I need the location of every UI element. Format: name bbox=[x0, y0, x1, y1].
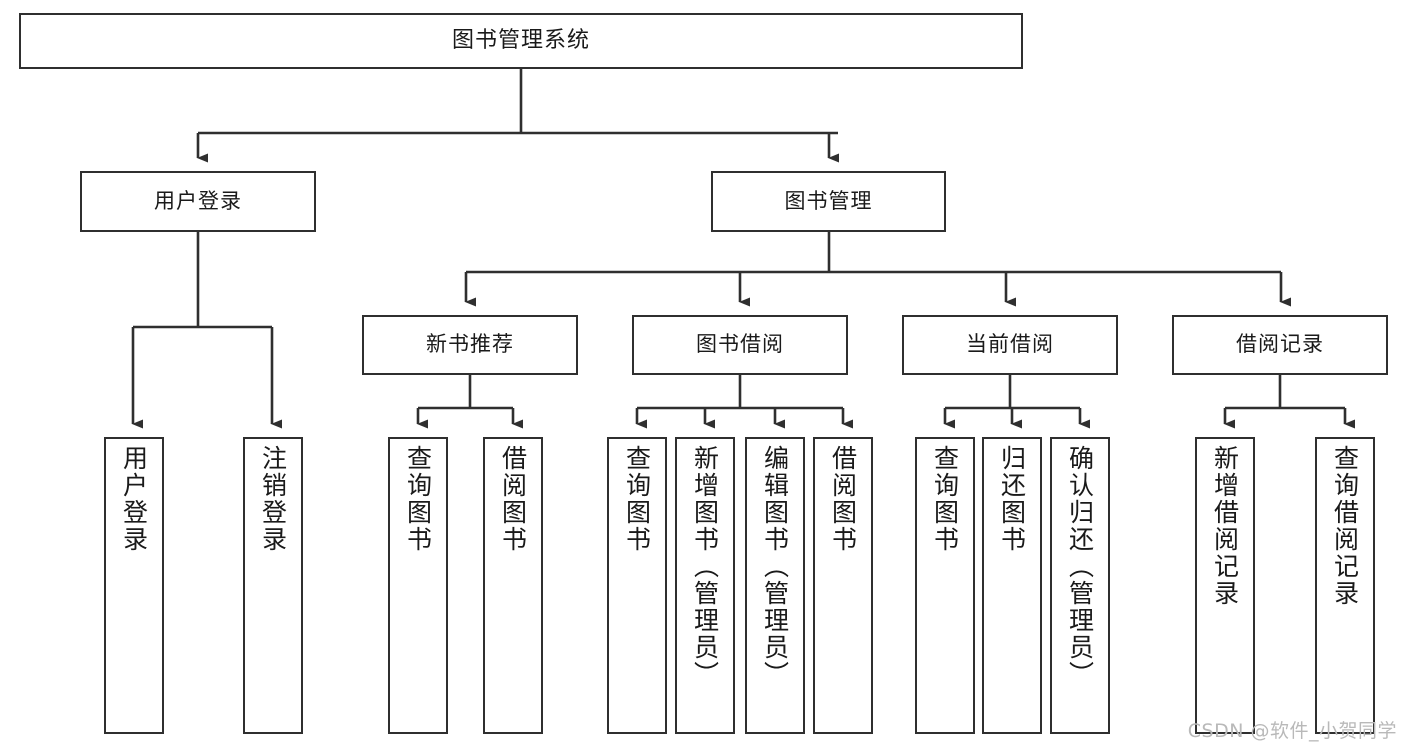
node-borrow-records[interactable]: 借阅记录 bbox=[1172, 315, 1388, 375]
node-current-borrow[interactable]: 当前借阅 bbox=[902, 315, 1118, 375]
node-root[interactable]: 图书管理系统 bbox=[19, 13, 1023, 69]
node-borrow-records-label: 借阅记录 bbox=[1236, 332, 1324, 357]
node-book-management-label: 图书管理 bbox=[784, 188, 873, 213]
leaf-borrow-book-new[interactable]: 借阅图书 bbox=[483, 437, 543, 734]
watermark: CSDN @软件_小贺同学 bbox=[1187, 720, 1397, 742]
leaf-edit-book-admin-label: 编辑图书（管理员） bbox=[760, 445, 790, 688]
node-current-borrow-label: 当前借阅 bbox=[966, 332, 1054, 357]
leaf-add-borrow-record-label: 新增借阅记录 bbox=[1210, 445, 1240, 607]
leaf-query-book-new-label: 查询图书 bbox=[403, 445, 433, 553]
leaf-add-borrow-record[interactable]: 新增借阅记录 bbox=[1195, 437, 1255, 734]
node-book-management[interactable]: 图书管理 bbox=[711, 171, 946, 232]
node-new-book-recommend[interactable]: 新书推荐 bbox=[362, 315, 578, 375]
leaf-confirm-return-admin-label: 确认归还（管理员） bbox=[1065, 445, 1095, 688]
leaf-query-book-new[interactable]: 查询图书 bbox=[388, 437, 448, 734]
leaf-borrow-book-label: 借阅图书 bbox=[828, 445, 858, 553]
node-root-label: 图书管理系统 bbox=[451, 27, 590, 53]
leaf-query-book-current[interactable]: 查询图书 bbox=[915, 437, 975, 734]
leaf-query-borrow-record-label: 查询借阅记录 bbox=[1330, 445, 1360, 607]
leaf-user-login-label: 用户登录 bbox=[119, 445, 149, 553]
node-user-login[interactable]: 用户登录 bbox=[80, 171, 316, 232]
leaf-borrow-book[interactable]: 借阅图书 bbox=[813, 437, 873, 734]
leaf-borrow-book-new-label: 借阅图书 bbox=[498, 445, 528, 553]
leaf-edit-book-admin[interactable]: 编辑图书（管理员） bbox=[745, 437, 805, 734]
node-user-login-label: 用户登录 bbox=[154, 188, 242, 213]
leaf-logout-label: 注销登录 bbox=[258, 445, 288, 553]
leaf-query-book-borrow-label: 查询图书 bbox=[622, 445, 652, 553]
leaf-confirm-return-admin[interactable]: 确认归还（管理员） bbox=[1050, 437, 1110, 734]
leaf-query-book-borrow[interactable]: 查询图书 bbox=[607, 437, 667, 734]
leaf-query-book-current-label: 查询图书 bbox=[930, 445, 960, 553]
node-book-borrow-label: 图书借阅 bbox=[696, 332, 784, 357]
leaf-add-book-admin[interactable]: 新增图书（管理员） bbox=[675, 437, 735, 734]
node-book-borrow[interactable]: 图书借阅 bbox=[632, 315, 848, 375]
leaf-user-login[interactable]: 用户登录 bbox=[104, 437, 164, 734]
leaf-query-borrow-record[interactable]: 查询借阅记录 bbox=[1315, 437, 1375, 734]
leaf-logout[interactable]: 注销登录 bbox=[243, 437, 303, 734]
leaf-return-book[interactable]: 归还图书 bbox=[982, 437, 1042, 734]
node-new-book-recommend-label: 新书推荐 bbox=[426, 332, 514, 357]
leaf-add-book-admin-label: 新增图书（管理员） bbox=[690, 445, 720, 688]
leaf-return-book-label: 归还图书 bbox=[997, 445, 1027, 553]
